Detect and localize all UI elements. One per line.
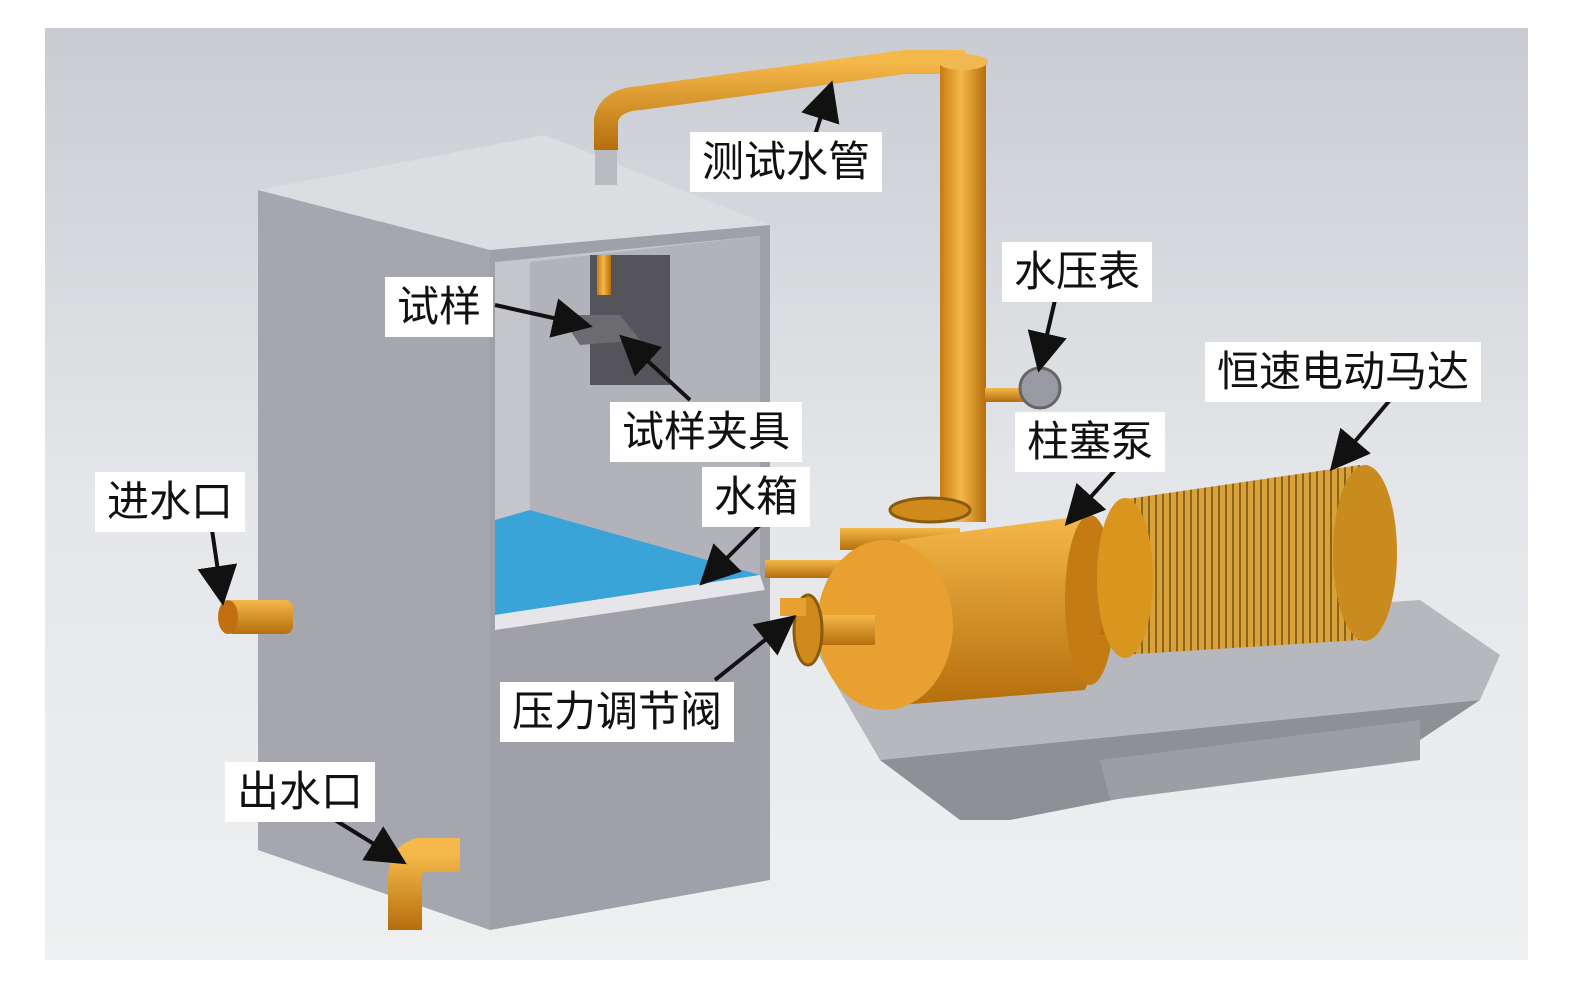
label-motor: 恒速电动马达	[1205, 342, 1482, 402]
test-water-pipe	[594, 50, 1025, 522]
label-specimen-fixture: 试样夹具	[610, 402, 803, 462]
pressure-regulating-valve	[780, 593, 875, 667]
plunger-pump	[817, 496, 1140, 710]
label-pressure-gauge: 水压表	[1002, 242, 1153, 302]
label-water-outlet: 出水口	[225, 762, 376, 822]
label-pressure-valve: 压力调节阀	[500, 682, 735, 742]
label-specimen: 试样	[385, 277, 494, 337]
pressure-gauge-icon	[1018, 366, 1062, 410]
water-surface	[495, 510, 760, 615]
leader-arrows	[197, 80, 1392, 865]
constant-speed-motor	[1097, 465, 1397, 658]
label-test-water-pipe: 测试水管	[690, 132, 883, 192]
outlet-pipe	[388, 838, 460, 930]
label-plunger-pump: 柱塞泵	[1015, 412, 1166, 472]
label-water-inlet: 进水口	[95, 472, 246, 532]
label-water-tank: 水箱	[702, 467, 811, 527]
inlet-pipe	[218, 600, 293, 634]
